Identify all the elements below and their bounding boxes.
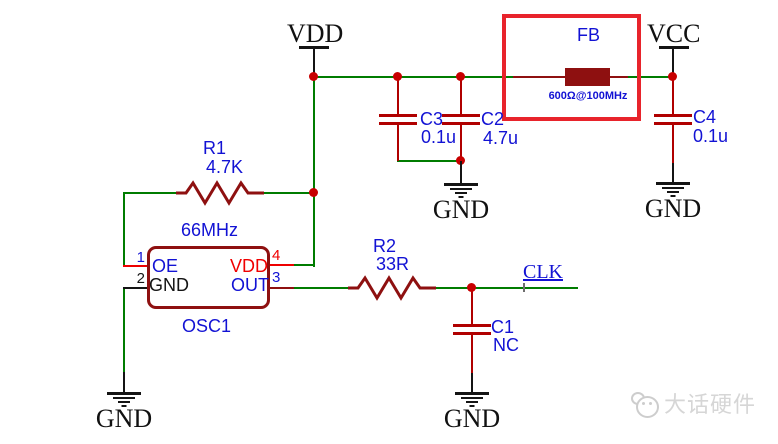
power-port-vdd-label: VDD [287, 19, 344, 48]
c3-plate-bottom [379, 122, 417, 125]
wire-r1-right [262, 192, 315, 194]
r2-value: 33R [376, 254, 410, 274]
wire-clk-net [428, 287, 578, 289]
r1-designator: R1 [203, 138, 227, 158]
c3-lead-top [397, 78, 399, 114]
c4-value: 0.1u [693, 126, 729, 146]
wire-r1-left [123, 192, 178, 194]
c3-plate-top [379, 114, 417, 117]
fb-value: 600Ω@100MHz [548, 90, 628, 102]
wire-pin4-horizontal [294, 264, 315, 266]
osc-frequency: 66MHz [181, 220, 239, 240]
fb-lead-right [610, 76, 628, 78]
net-label-tick [523, 283, 525, 292]
power-port-vcc-label: VCC [647, 19, 701, 48]
gnd-lead [672, 163, 674, 182]
junction-dot [309, 72, 318, 81]
c1-designator: C1 [491, 317, 515, 337]
osc-pin3-stub [270, 287, 294, 289]
wire-vcc-rail [628, 76, 674, 78]
power-port-vdd-bar [299, 46, 329, 49]
c3-designator: C3 [420, 109, 444, 129]
wire-out-to-r2 [294, 287, 350, 289]
osc-pin-number-4: 4 [272, 247, 281, 264]
osc-pin-number-3: 3 [272, 269, 281, 286]
junction-dot [467, 283, 476, 292]
gnd-label: GND [443, 404, 501, 433]
watermark-text: 大话硬件 [664, 392, 757, 417]
c4-lead-top [672, 78, 674, 114]
osc-pin1-stub [123, 265, 147, 267]
c2-plate-top [442, 114, 480, 117]
wire-gnd-drop [123, 287, 125, 372]
c2-plate-bottom [442, 122, 480, 125]
power-port-vcc-bar [659, 46, 689, 49]
osc-pin-name-vdd: VDD [229, 256, 268, 276]
osc-pin-name-out: OUT [231, 275, 269, 295]
c2-lead-top [460, 78, 462, 114]
c1-lead-top [471, 289, 473, 324]
watermark-logo-icon [631, 392, 659, 418]
osc-designator: OSC1 [182, 316, 232, 336]
osc-pin-name-gnd: GND [149, 275, 189, 295]
c3-lead-bottom [397, 125, 399, 161]
osc-pin4-stub [270, 264, 294, 266]
gnd-lead [471, 373, 473, 392]
c1-plate-bottom [453, 332, 491, 335]
fb-designator: FB [577, 25, 601, 45]
osc-pin-number-1: 1 [136, 249, 145, 266]
resistor-r1 [176, 180, 264, 206]
junction-dot [309, 188, 318, 197]
fb-highlight-box [502, 14, 641, 121]
r2-designator: R2 [373, 236, 397, 256]
gnd-label: GND [644, 194, 702, 223]
resistor-r2 [348, 275, 436, 301]
c4-designator: C4 [693, 107, 717, 127]
c3-value: 0.1u [421, 127, 457, 147]
c2-value: 4.7u [483, 128, 519, 148]
junction-dot [456, 72, 465, 81]
gnd-label: GND [432, 195, 490, 224]
gnd-lead [123, 372, 125, 392]
c1-value: NC [493, 335, 519, 355]
ferrite-bead-body [565, 68, 610, 86]
junction-dot [456, 156, 465, 165]
junction-dot [668, 72, 677, 81]
junction-dot [393, 72, 402, 81]
r1-value: 4.7K [206, 157, 244, 177]
gnd-label: GND [95, 404, 153, 433]
fb-lead-left [513, 76, 565, 78]
osc-pin-number-2: 2 [136, 270, 145, 287]
c4-lead-bottom [672, 125, 674, 163]
net-label-clk: CLK [523, 261, 563, 283]
wire-oe-riser [123, 192, 125, 266]
osc-pin2-stub [123, 287, 147, 289]
watermark: 大话硬件 [631, 392, 756, 418]
c1-lead-bottom [471, 335, 473, 373]
wire-vdd-vertical [313, 76, 315, 267]
wire-c3-c2-bottom [397, 160, 462, 162]
c4-plate-top [654, 114, 692, 117]
oscillator-body [147, 246, 270, 309]
wire-vdd-rail [313, 76, 514, 78]
gnd-lead [460, 161, 462, 183]
c2-designator: C2 [481, 109, 505, 129]
c2-lead-bottom [460, 125, 462, 162]
c4-plate-bottom [654, 122, 692, 125]
power-port-vdd-stub [313, 49, 315, 76]
c1-plate-top [453, 324, 491, 327]
power-port-vcc-stub [672, 49, 674, 76]
osc-pin-name-oe: OE [152, 256, 179, 276]
